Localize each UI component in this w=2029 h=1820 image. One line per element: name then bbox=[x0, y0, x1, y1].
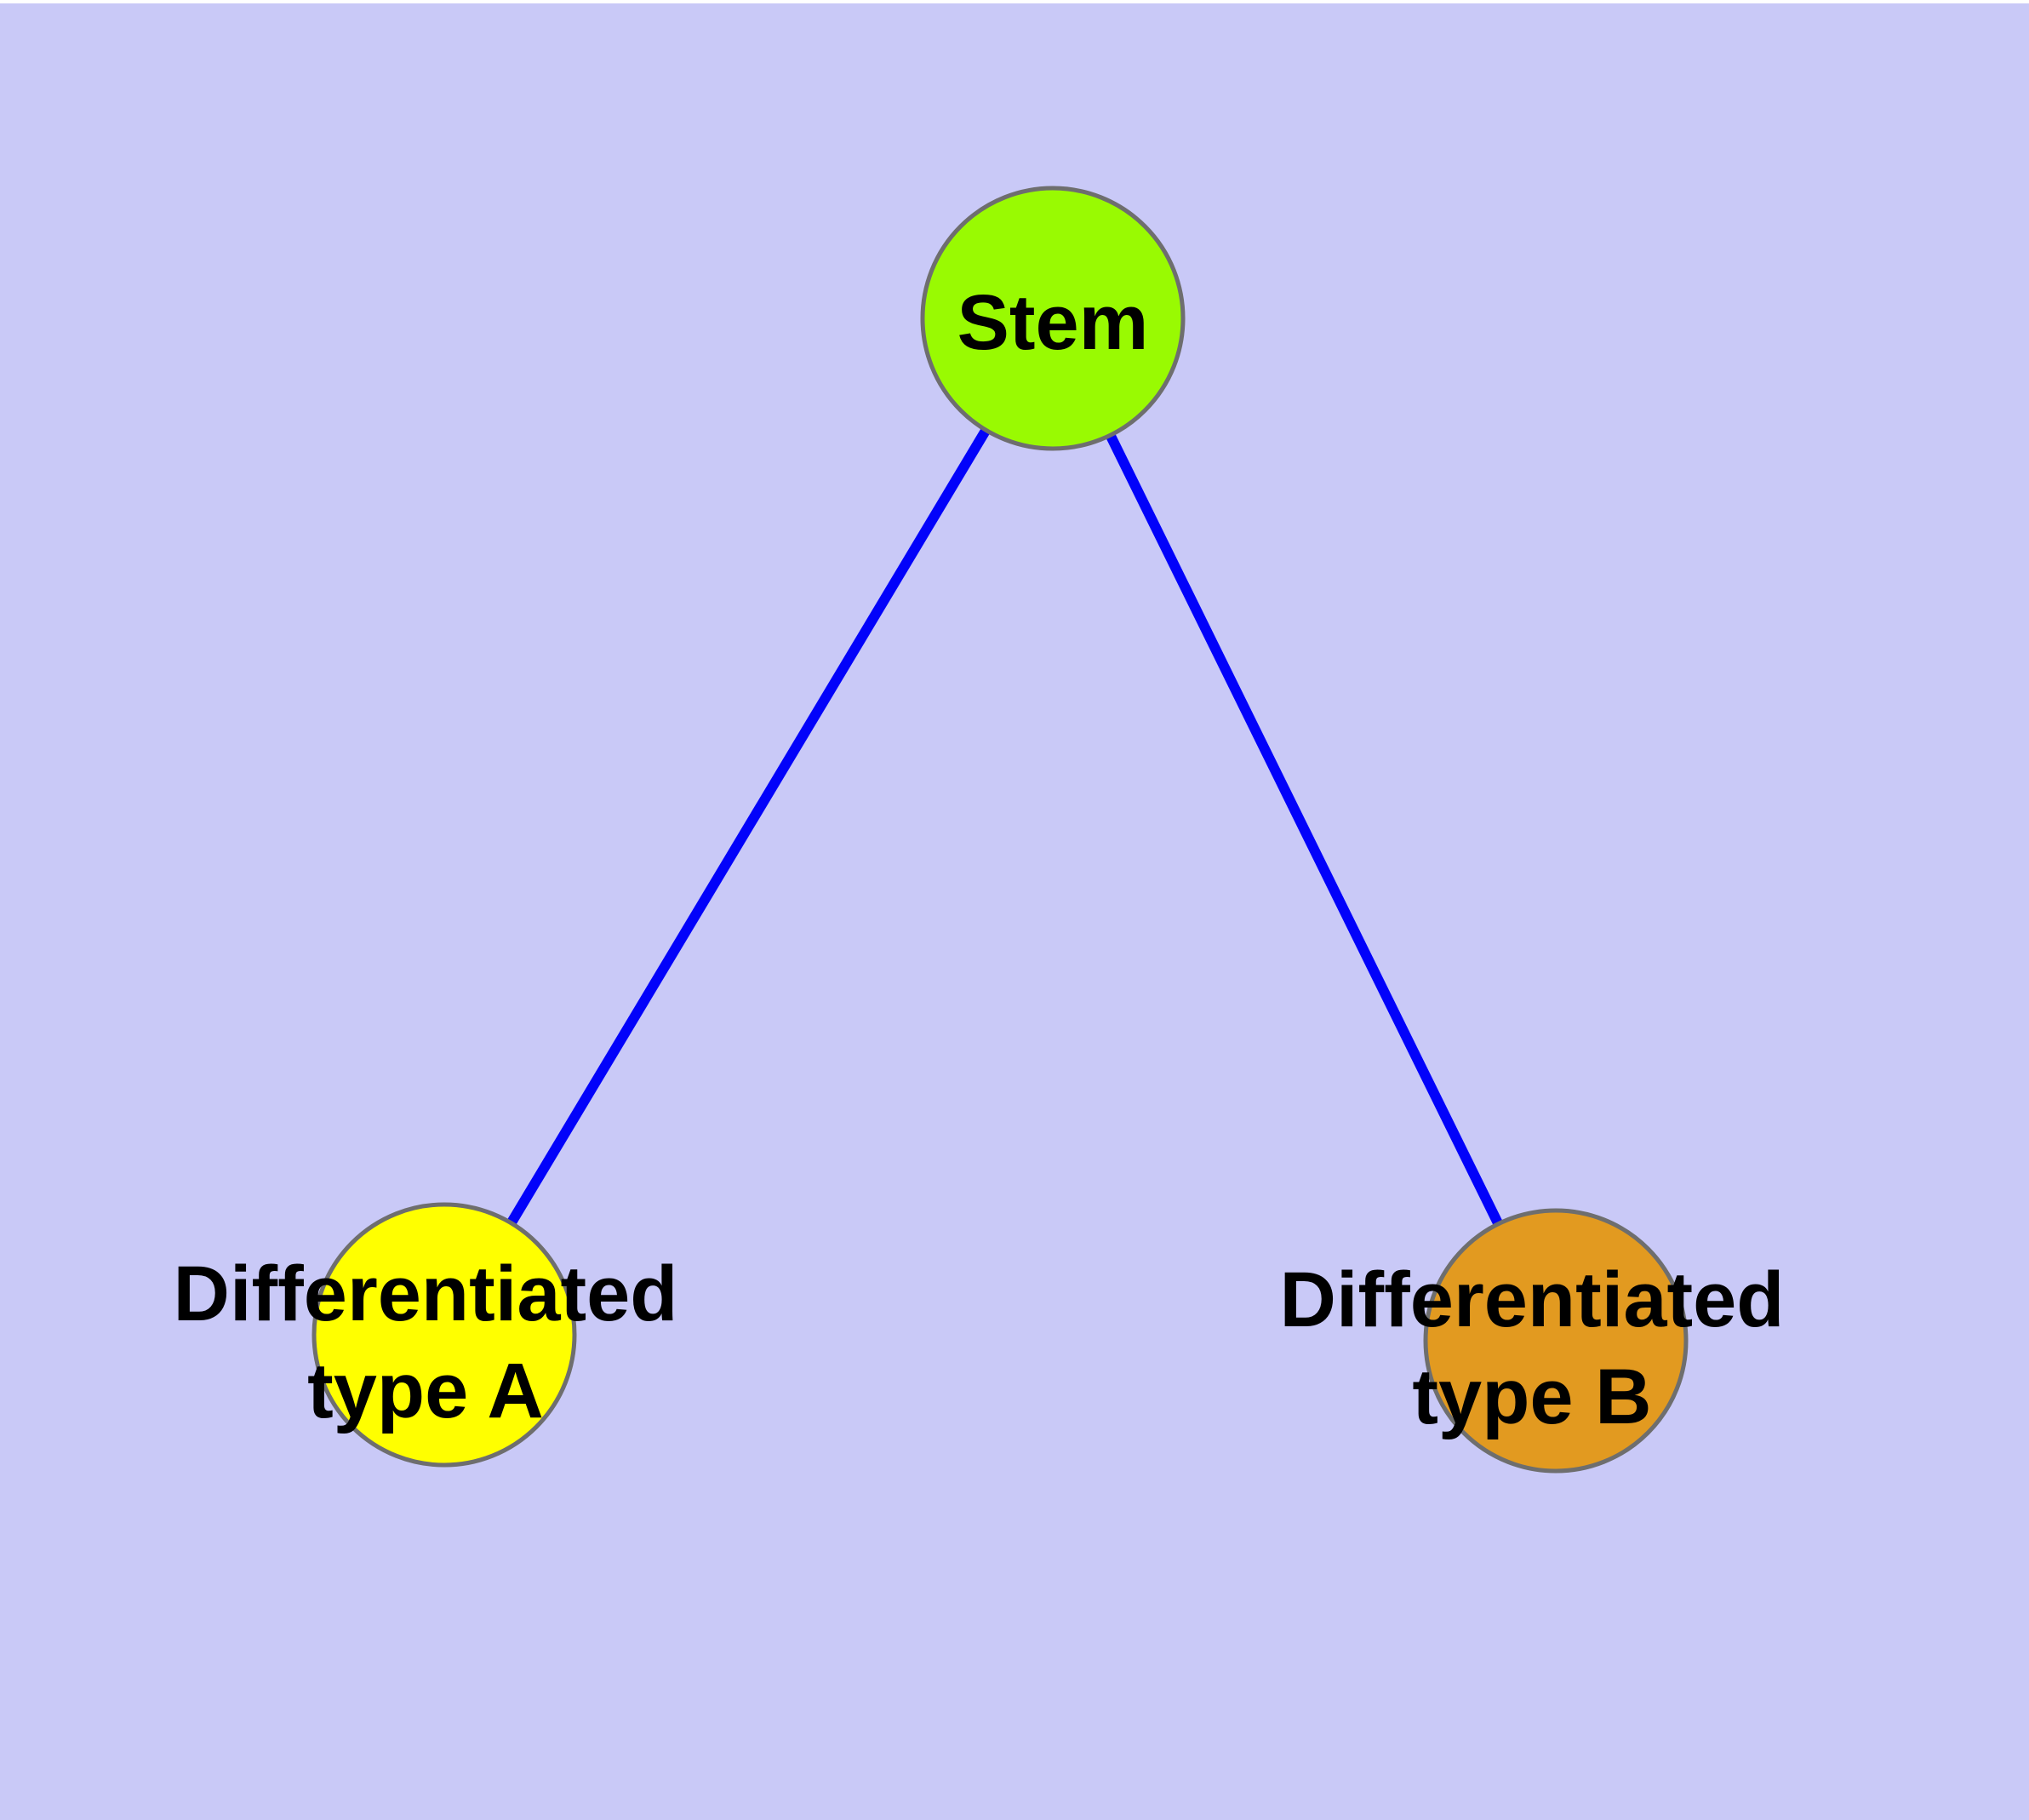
node-stem-circle bbox=[920, 186, 1186, 451]
node-type-b-label-line1: Differentiated bbox=[1280, 1256, 1785, 1343]
node-differentiated-type-a: Differentiated type A bbox=[174, 1202, 678, 1468]
node-type-a-label-line2: type A bbox=[307, 1348, 544, 1434]
node-type-a-label-line1: Differentiated bbox=[174, 1251, 678, 1337]
edge-group bbox=[439, 315, 1561, 1343]
node-type-b-label-line2: type B bbox=[1412, 1354, 1651, 1440]
edge-stem-to-type-a bbox=[439, 315, 1058, 1338]
node-stem: Stem bbox=[920, 186, 1186, 451]
node-type-a-circle bbox=[311, 1202, 577, 1468]
node-type-b-circle bbox=[1423, 1208, 1689, 1474]
node-differentiated-type-b: Differentiated type B bbox=[1280, 1208, 1785, 1474]
edge-stem-to-type-b bbox=[1048, 316, 1561, 1343]
node-stem-label: Stem bbox=[957, 279, 1149, 366]
